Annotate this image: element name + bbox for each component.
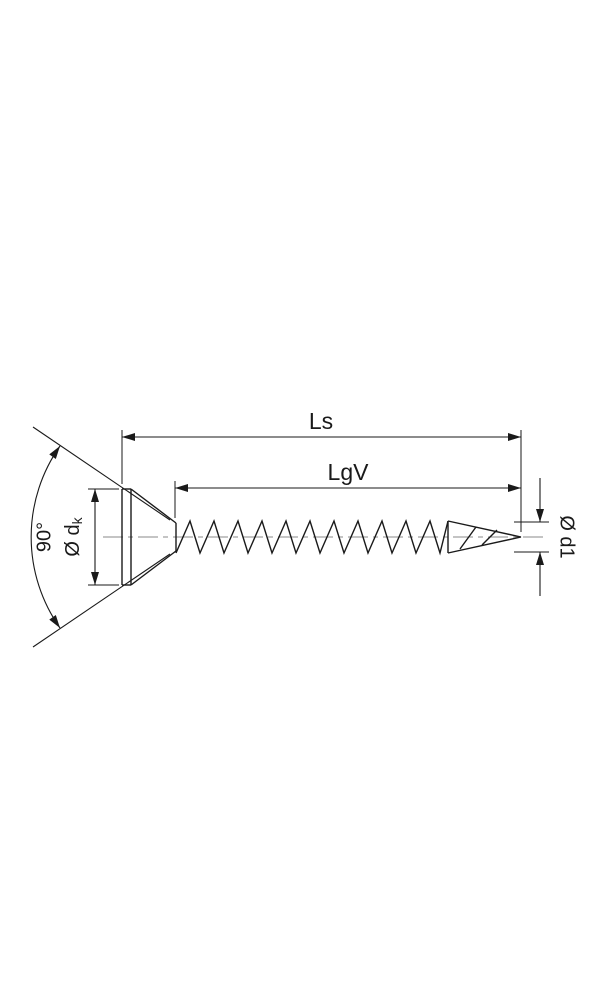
tip-thread-line-2	[481, 529, 498, 546]
label-head-angle: 90°	[33, 522, 55, 552]
dimension-d1: Ø d1	[514, 478, 578, 596]
dimension-ls: Ls	[121, 408, 522, 532]
label-head-diameter: Ø dk	[62, 516, 84, 556]
tip-top-edge	[447, 520, 522, 538]
d1-arrow-top	[536, 509, 544, 522]
thread-profile	[175, 519, 449, 556]
label-thread-length: LgV	[328, 459, 370, 485]
angle-arrow-bottom	[49, 615, 60, 628]
tip-thread-line-1	[459, 526, 477, 550]
label-core-diameter: Ø d1	[556, 515, 578, 558]
lgv-arrow-left	[175, 484, 188, 492]
tip-bottom-edge	[447, 536, 522, 554]
dimension-dk: Ø dk	[62, 488, 119, 586]
head-cone-bottom	[130, 550, 177, 586]
head-cone-top	[130, 488, 177, 524]
label-head-diameter-sub: k	[69, 516, 85, 524]
angle-arc	[30, 445, 61, 629]
angle-arrow-top	[49, 446, 60, 459]
angle-annotation: 90°	[30, 426, 171, 648]
dk-arrow-bottom	[91, 572, 99, 585]
lgv-arrow-right	[508, 484, 521, 492]
screw-outline	[121, 488, 522, 586]
d1-arrow-bottom	[536, 552, 544, 565]
label-total-length: Ls	[309, 408, 333, 434]
label-head-diameter-main: Ø d	[62, 524, 84, 556]
ls-arrow-right	[508, 433, 521, 441]
angle-line-bottom	[32, 553, 171, 648]
ls-arrow-left	[122, 433, 135, 441]
dimension-lgv: LgV	[174, 459, 521, 518]
dk-arrow-top	[91, 489, 99, 502]
angle-line-top	[32, 426, 171, 521]
